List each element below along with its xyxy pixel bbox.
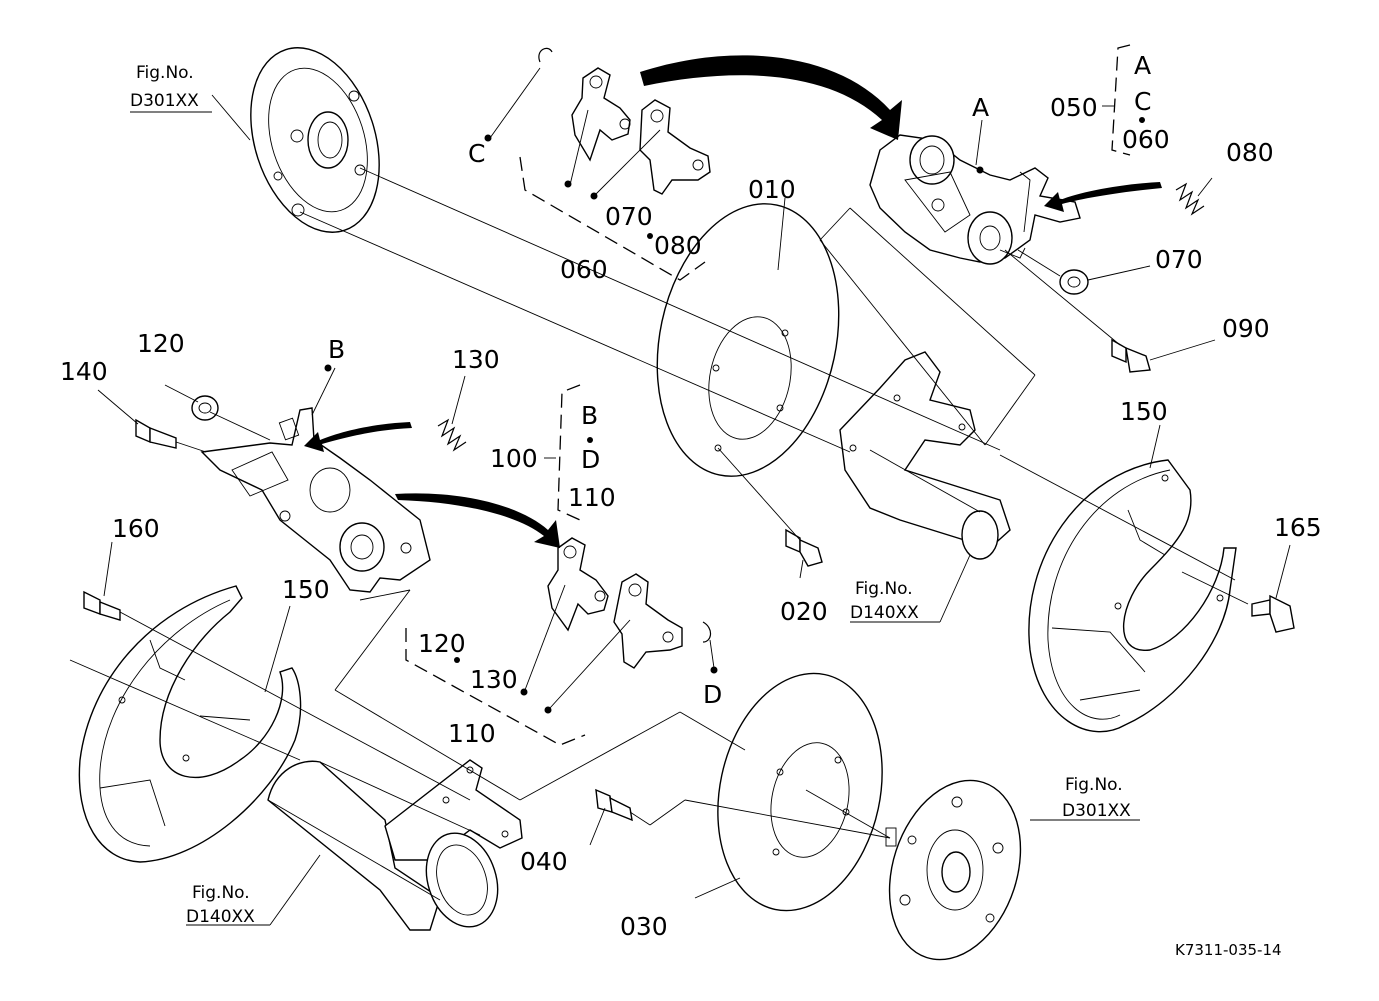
figure-ref-label: Fig.No. [1065, 775, 1123, 795]
part-label-060: 060 [560, 255, 608, 284]
part-label-120: 120 [137, 329, 185, 358]
dust-shield-left [78, 585, 302, 863]
letter-label-c-brace: C [1134, 87, 1151, 116]
part-label-130: 130 [452, 345, 500, 374]
figure-ref-bottom-left: Fig.No. D140XX [186, 883, 255, 927]
group-outline-110 [405, 628, 586, 746]
part-labels: 010 020 030 040 050 060 060 070 070 080 … [60, 93, 1322, 941]
letter-label-d-brace: D [581, 445, 600, 474]
letter-label-b: B [328, 335, 345, 364]
figure-ref-mid-right: Fig.No. D140XX [850, 579, 919, 623]
spring-130 [437, 418, 467, 452]
nut-120 [191, 395, 219, 421]
part-label-165: 165 [1274, 513, 1322, 542]
part-label-060-brace: 060 [1122, 125, 1170, 154]
part-label-080-group: 080 [654, 231, 702, 260]
figure-ref-code: D301XX [130, 91, 199, 111]
part-label-020: 020 [780, 597, 828, 626]
part-label-070-group: 070 [605, 202, 653, 231]
part-label-160: 160 [112, 514, 160, 543]
bolt-090 [1111, 338, 1151, 373]
hub-flange-top-left [250, 47, 380, 233]
bolt-040 [595, 788, 633, 822]
figure-ref-top-left: Fig.No. D301XX [130, 63, 199, 111]
part-label-110-brace: 110 [568, 483, 616, 512]
figure-ref-bottom-right: Fig.No. D301XX [1062, 775, 1131, 821]
part-label-010: 010 [748, 175, 796, 204]
letter-label-b-brace: B [581, 401, 598, 430]
nut-070 [1059, 269, 1089, 295]
part-label-150-right: 150 [1120, 397, 1168, 426]
bolt-020 [785, 528, 823, 567]
figure-ref-label: Fig.No. [855, 579, 913, 599]
part-label-120-group: 120 [418, 629, 466, 658]
letter-label-a: A [972, 93, 989, 122]
brake-disc-upper [656, 203, 840, 477]
group-brace-050 [1111, 44, 1131, 156]
hub-flange-bottom-right [885, 779, 1022, 961]
reference-lines [69, 167, 1249, 901]
part-label-080: 080 [1226, 138, 1274, 167]
spring-080 [1175, 182, 1205, 216]
bracket-sleeve-upper [839, 351, 1011, 560]
part-label-150-left: 150 [282, 575, 330, 604]
bracket-sleeve-lower [267, 759, 523, 931]
part-label-040: 040 [520, 847, 568, 876]
dot-markers [324, 117, 1145, 714]
part-label-140: 140 [60, 357, 108, 386]
letter-label-d: D [703, 680, 722, 709]
figure-ref-label: Fig.No. [192, 883, 250, 903]
part-label-100: 100 [490, 444, 538, 473]
drawing-code: K7311-035-14 [1175, 941, 1282, 959]
brake-caliper-left [200, 407, 431, 593]
assembly-arrow-upper [640, 55, 902, 140]
assembly-arrow-lower [395, 493, 560, 548]
spring-arrow-130 [304, 422, 412, 452]
part-label-090: 090 [1222, 314, 1270, 343]
letter-labels: A A C C B B D D [328, 51, 1151, 709]
brake-caliper-right [869, 134, 1081, 265]
bolt-160 [83, 590, 121, 621]
brake-pad-pair-upper [538, 47, 711, 195]
figure-ref-code: D140XX [850, 603, 919, 623]
brake-pad-pair-lower [547, 537, 712, 669]
leader-lines [97, 67, 1291, 926]
figure-ref-label: Fig.No. [136, 63, 194, 83]
part-label-070: 070 [1155, 245, 1203, 274]
part-label-050: 050 [1050, 93, 1098, 122]
bolt-140 [135, 418, 177, 449]
dust-shield-right [1028, 459, 1237, 733]
bolt-165 [1251, 594, 1295, 633]
part-label-030: 030 [620, 912, 668, 941]
part-label-110: 110 [448, 719, 496, 748]
letter-label-a-brace: A [1134, 51, 1151, 80]
letter-label-c: C [468, 139, 485, 168]
brake-disc-lower [717, 672, 883, 912]
figure-ref-code: D140XX [186, 907, 255, 927]
part-label-130-group: 130 [470, 665, 518, 694]
figure-ref-code: D301XX [1062, 801, 1131, 821]
group-brace-100 [557, 384, 581, 521]
spring-arrow-080 [1044, 182, 1162, 212]
